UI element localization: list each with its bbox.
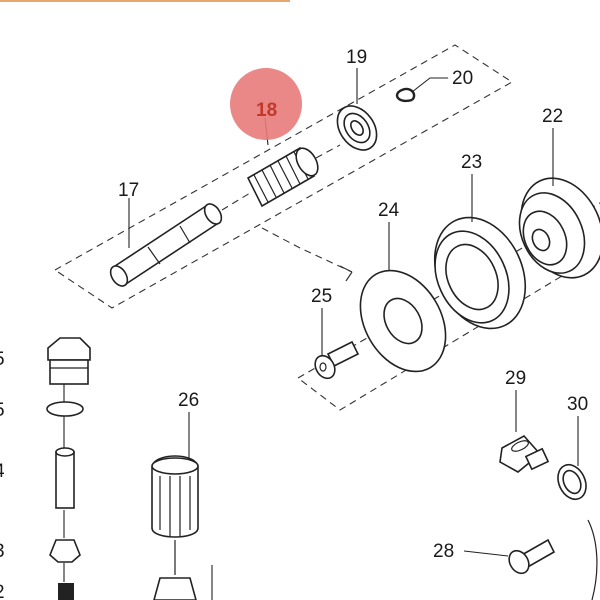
callout-17: 17 (118, 180, 139, 201)
callout-23: 23 (461, 152, 482, 173)
leader-28 (463, 550, 509, 557)
part-17-shaft[interactable] (107, 201, 225, 289)
left-valve-insert[interactable] (49, 539, 81, 563)
part-24-washer[interactable] (343, 255, 463, 387)
part-29-fitting[interactable] (499, 434, 550, 473)
left-cap-nut[interactable] (47, 337, 91, 385)
callout-29: 29 (505, 368, 526, 389)
guide-arrowhead (339, 265, 353, 282)
left-pin[interactable] (55, 447, 75, 509)
bearing-assembly-dashed-box (297, 202, 600, 411)
callout-18: 18 (256, 100, 277, 121)
part-26-valve-cap[interactable] (151, 455, 199, 600)
part-22-bearing[interactable] (506, 165, 600, 291)
callout-edge-bot2: 2 (0, 582, 5, 600)
shaft-assembly-dashed-box (53, 44, 514, 309)
callout-28: 28 (433, 541, 454, 562)
callout-30: 30 (567, 394, 588, 415)
guide-dashed-line (261, 227, 353, 273)
callout-22: 22 (542, 106, 563, 127)
highlight-marker-18[interactable] (230, 68, 302, 140)
callout-20: 20 (452, 68, 473, 89)
callout-19: 19 (346, 47, 367, 68)
leader-20 (411, 77, 448, 93)
callout-24: 24 (378, 200, 400, 221)
part-23-housing-ring[interactable] (417, 203, 542, 344)
axis-dash-18-19 (315, 144, 341, 159)
callout-26: 26 (178, 390, 199, 411)
part-20-circlip[interactable] (395, 87, 416, 103)
callout-edge-top: 5 (0, 349, 5, 370)
part-18-spring[interactable] (246, 145, 322, 208)
callout-edge-mid: 5 (0, 400, 5, 421)
callout-25: 25 (311, 286, 332, 307)
left-o-ring[interactable] (46, 401, 84, 417)
axis-dash-17-18 (221, 192, 251, 211)
edge-bracket-fragment (587, 519, 598, 600)
callout-edge-low: 4 (0, 461, 5, 482)
left-bottom-part[interactable] (58, 583, 74, 600)
part-30-o-ring[interactable] (553, 460, 592, 504)
callout-edge-bot1: 3 (0, 541, 5, 562)
part-25-bolt[interactable] (311, 340, 360, 382)
part-28-bolt[interactable] (505, 538, 556, 577)
part-19-seal[interactable] (329, 99, 384, 158)
